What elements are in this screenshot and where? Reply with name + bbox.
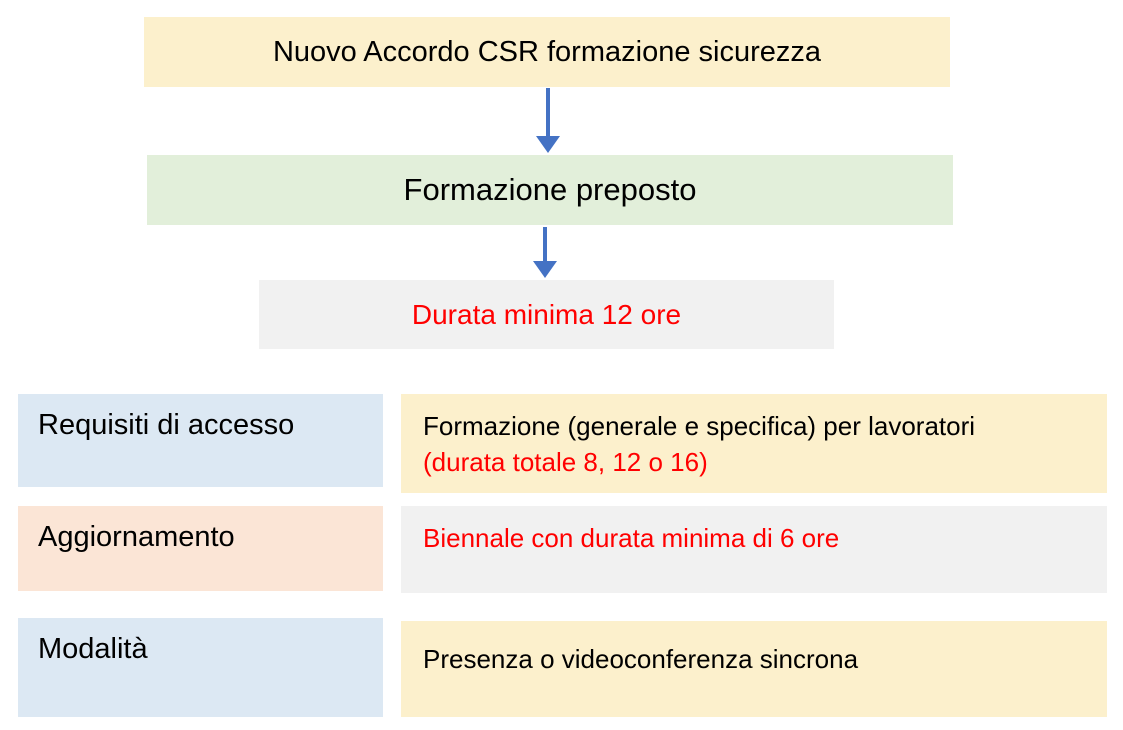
- arrow-head: [533, 261, 557, 278]
- row-label-requisiti-di-accesso: Requisiti di accesso: [18, 394, 383, 487]
- down-arrow-icon: [533, 227, 557, 278]
- flow-box-durata-minima-label: Durata minima 12 ore: [411, 298, 682, 330]
- flow-box-formazione-preposto-label: Formazione preposto: [403, 172, 697, 207]
- arrow-shaft: [546, 88, 550, 136]
- value-line-red: (durata totale 8, 12 o 16): [423, 447, 708, 477]
- value-line-black: Presenza o videoconferenza sincrona: [423, 644, 859, 674]
- arrow-head: [536, 136, 560, 153]
- flow-box-nuovo-accordo: Nuovo Accordo CSR formazione sicurezza: [144, 17, 950, 87]
- row-value-aggiornamento: Biennale con durata minima di 6 ore: [401, 506, 1107, 593]
- row-label-text: Requisiti di accesso: [38, 409, 295, 441]
- value-line-red: Biennale con durata minima di 6 ore: [423, 523, 840, 553]
- row-label-aggiornamento: Aggiornamento: [18, 506, 383, 591]
- row-label-text: Modalità: [38, 633, 148, 665]
- row-value-requisiti-di-accesso: Formazione (generale e specifica) per la…: [401, 394, 1107, 493]
- row-value-modalita: Presenza o videoconferenza sincrona: [401, 621, 1107, 717]
- flow-box-formazione-preposto: Formazione preposto: [147, 155, 953, 225]
- flow-box-nuovo-accordo-label: Nuovo Accordo CSR formazione sicurezza: [272, 35, 821, 68]
- value-line-black: Formazione (generale e specifica) per la…: [423, 411, 976, 441]
- flow-box-durata-minima: Durata minima 12 ore: [259, 280, 834, 349]
- row-label-modalita: Modalità: [18, 618, 383, 717]
- down-arrow-icon: [536, 88, 560, 153]
- arrow-shaft: [543, 227, 547, 261]
- row-label-text: Aggiornamento: [38, 521, 235, 553]
